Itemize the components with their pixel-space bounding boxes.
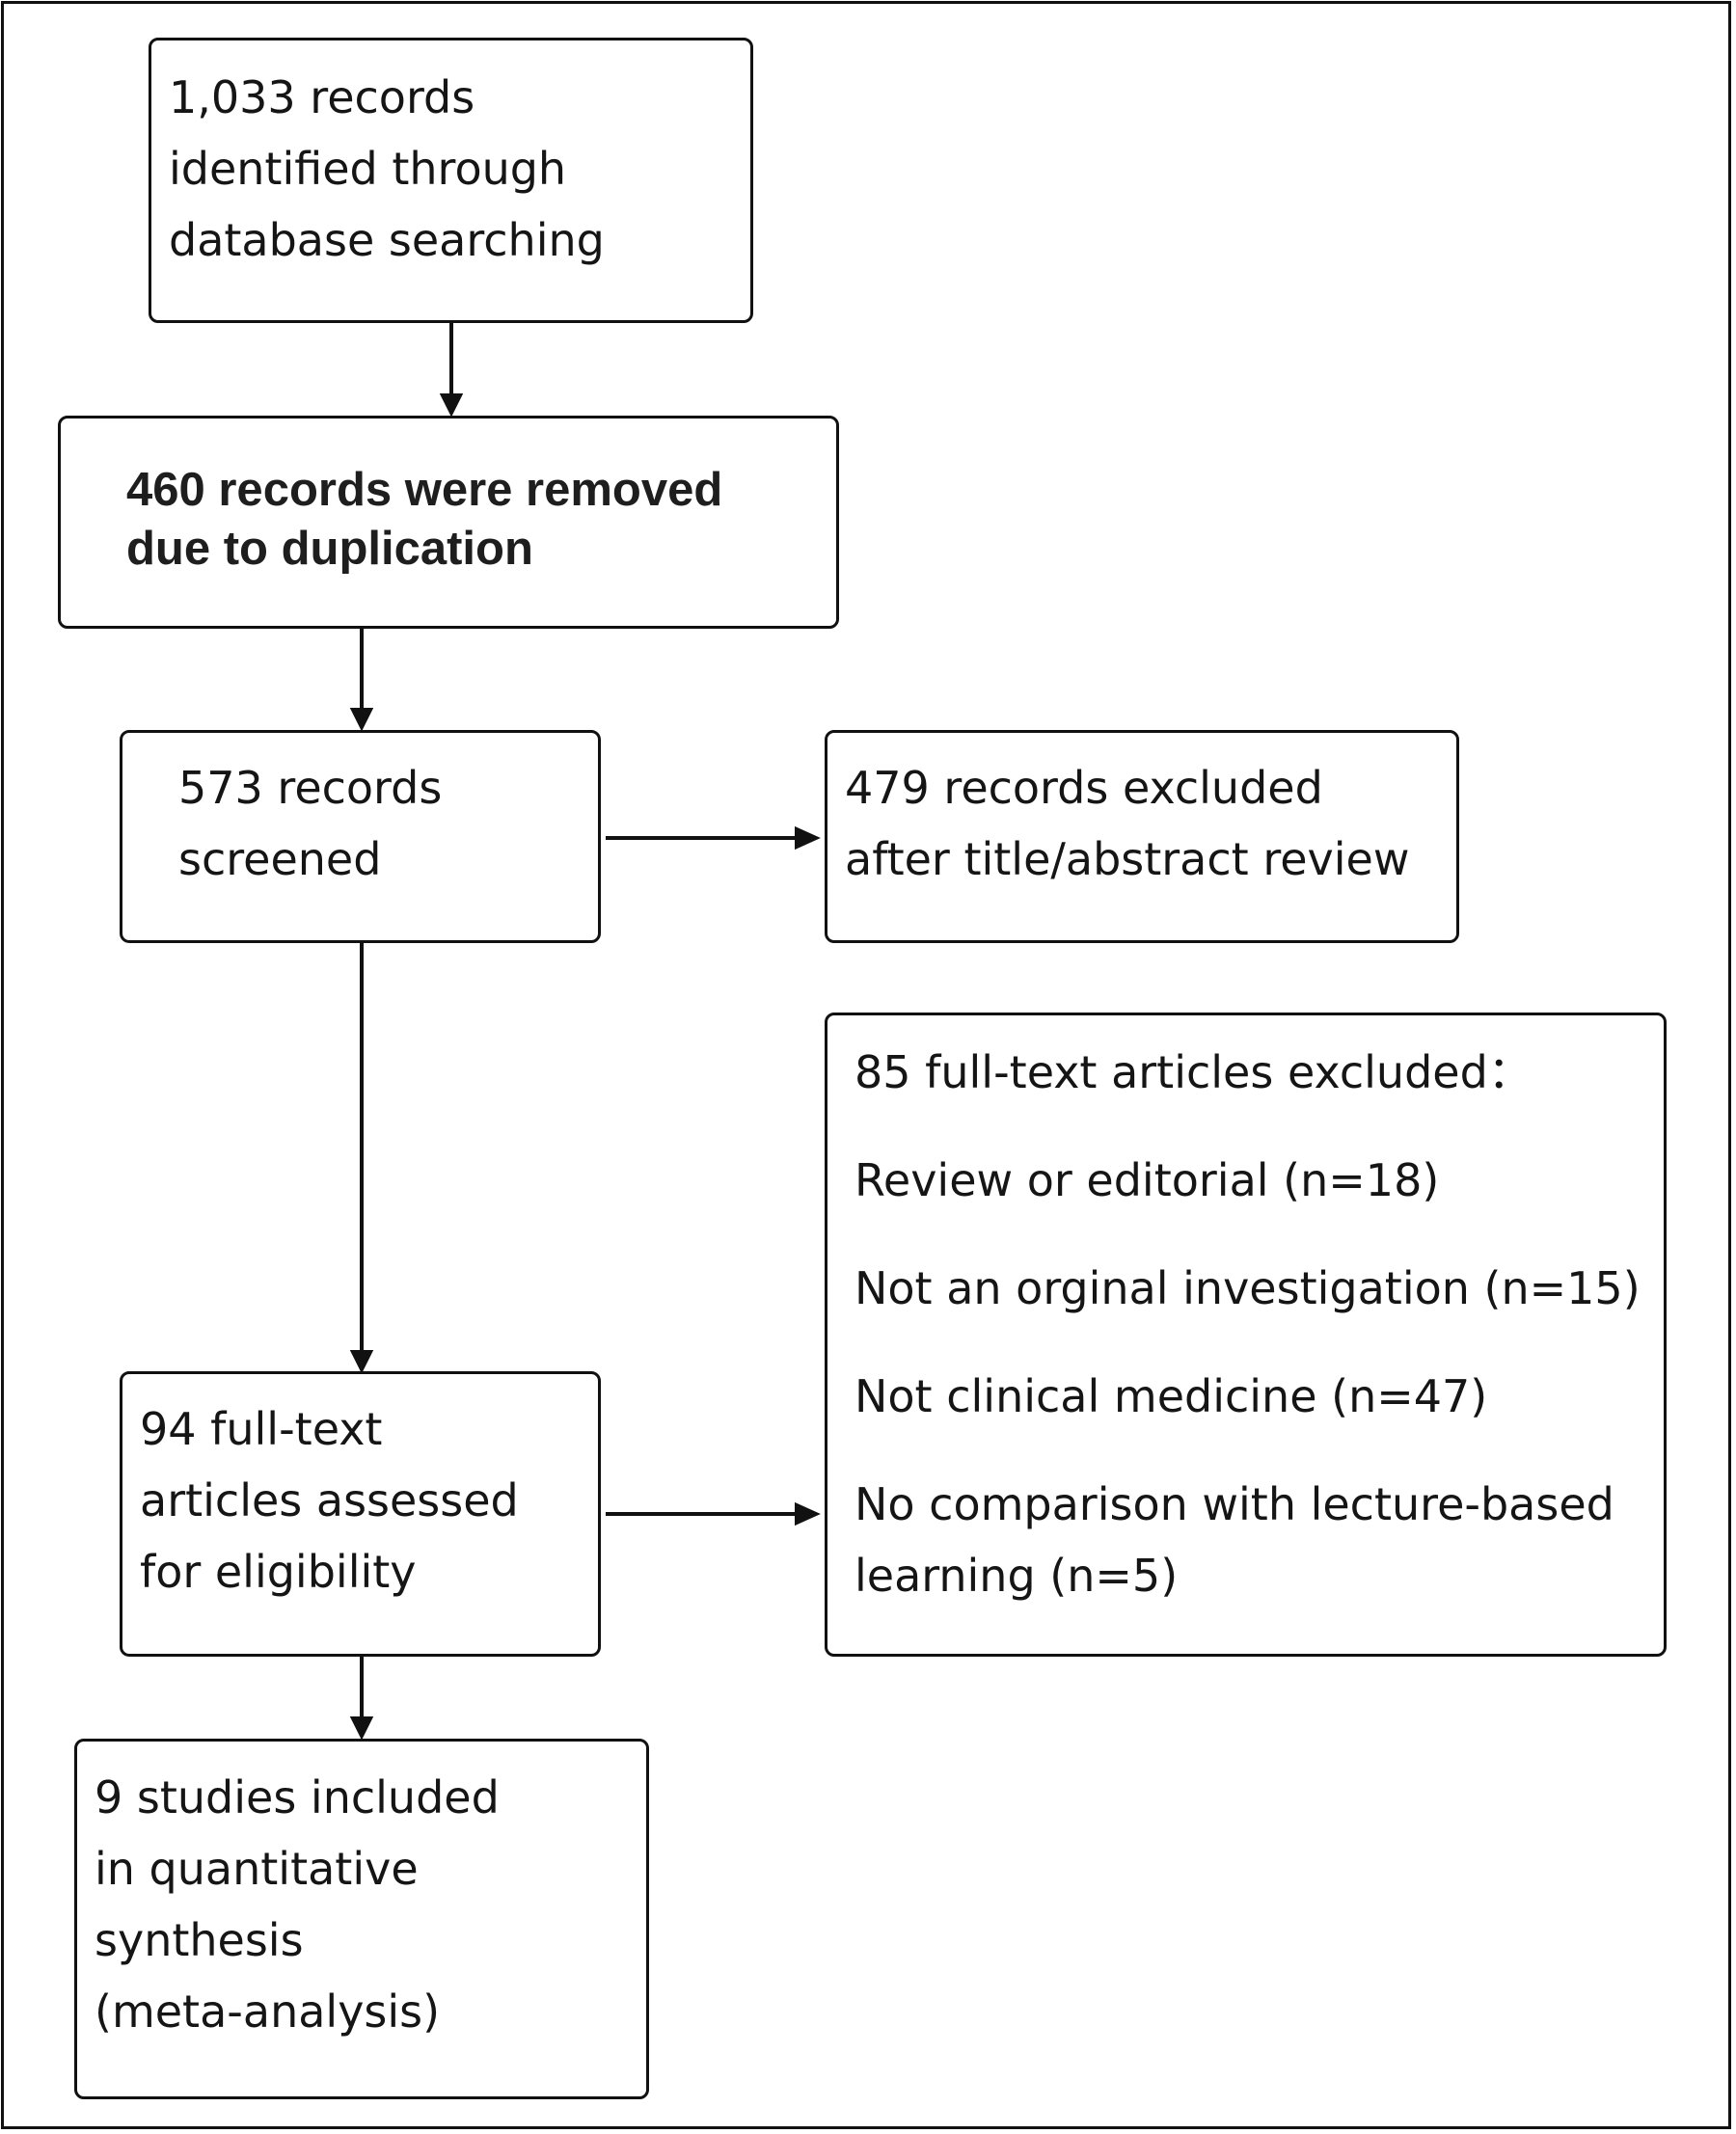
- fulltext-exclusions-box: 85 full-text articles excluded： Review o…: [825, 1013, 1667, 1657]
- identified-records-text: 1,033 records identified through databas…: [169, 71, 605, 266]
- arrowhead-5: [795, 1501, 821, 1526]
- fulltext-exclusions-heading: 85 full-text articles excluded：: [854, 1046, 1533, 1098]
- studies-included-box: 9 studies included in quantitative synth…: [74, 1739, 649, 2099]
- studies-included-text: 9 studies included in quantitative synth…: [95, 1771, 500, 2038]
- duplicates-removed-text: 460 records were removed due to duplicat…: [126, 464, 723, 575]
- arrowhead-3: [795, 825, 821, 851]
- duplicates-removed-box: 460 records were removed due to duplicat…: [58, 416, 839, 629]
- fulltext-assessed-box: 94 full-text articles assessed for eligi…: [120, 1371, 601, 1657]
- arrowhead-2: [349, 708, 374, 732]
- arrowhead-6: [349, 1716, 374, 1741]
- arrowhead-4: [349, 1350, 374, 1374]
- excluded-records-text: 479 records excluded after title/abstrac…: [845, 762, 1410, 885]
- identified-records-box: 1,033 records identified through databas…: [149, 38, 753, 323]
- screened-records-text: 573 records screened: [178, 762, 443, 885]
- arrowhead-1: [439, 393, 464, 418]
- screened-records-box: 573 records screened: [120, 730, 601, 943]
- exclusion-reason-not-original: Not an orginal investigation (n=15): [854, 1262, 1641, 1314]
- fulltext-assessed-text: 94 full-text articles assessed for eligi…: [140, 1403, 519, 1598]
- exclusion-reason-not-clinical: Not clinical medicine (n=47): [854, 1370, 1488, 1422]
- excluded-records-box: 479 records excluded after title/abstrac…: [825, 730, 1459, 943]
- exclusion-reason-no-comparison: No comparison with lecture-based learnin…: [854, 1478, 1614, 1602]
- exclusion-reason-review: Review or editorial (n=18): [854, 1154, 1440, 1206]
